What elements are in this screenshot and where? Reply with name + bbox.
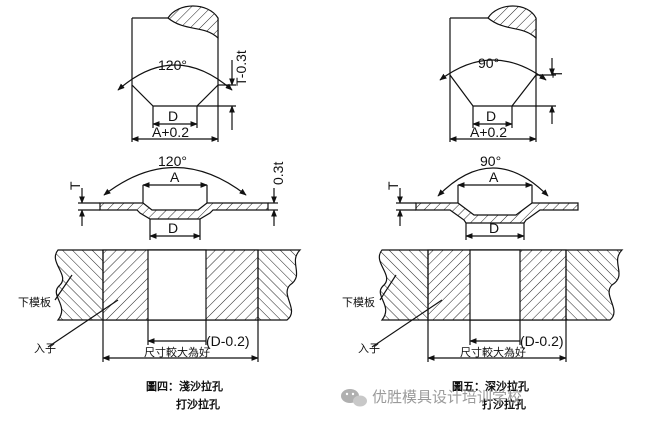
- right-part-top-label: A: [489, 169, 499, 185]
- left-punch-depth-label: T-0.3t: [233, 50, 249, 86]
- left-punch-angle-label: 120°: [158, 57, 187, 73]
- right-part-hole-label: D: [489, 220, 499, 236]
- watermark-text: 优胜模具设计培训学校: [372, 389, 522, 406]
- watermark: 优胜模具设计培训学校: [341, 389, 522, 407]
- wechat-icon: [341, 389, 367, 407]
- right-part-angle-label: 90°: [480, 153, 501, 169]
- left-insert-label: 入子: [34, 342, 56, 355]
- right-caption-line2: 打沙拉孔: [482, 397, 526, 411]
- right-punch-angle-label: 90°: [478, 55, 499, 71]
- left-die: [47, 249, 302, 362]
- left-part-hole-label: D: [168, 220, 178, 236]
- right-die-label: 下模板: [342, 295, 375, 309]
- left-punch: [117, 5, 236, 142]
- right-die: [371, 249, 624, 362]
- left-part-top-label: A: [170, 169, 180, 185]
- right-part-thickness-label: T: [385, 181, 401, 190]
- right-punch-tip-label: D: [486, 108, 496, 124]
- right-punch: [439, 5, 556, 142]
- right-part: [396, 167, 579, 240]
- right-caption-line1: 圖五：深沙拉孔: [452, 379, 529, 393]
- left-figure: 120° T-0.3t D A+0.2 120° A D T: [18, 5, 302, 411]
- left-die-hole-label: (D-0.2): [206, 333, 250, 349]
- left-punch-width-label: A+0.2: [152, 124, 189, 140]
- left-part-thickness-label: T: [67, 181, 83, 190]
- left-punch-tip-label: D: [168, 108, 178, 124]
- right-die-relief-label: 尺寸較大為好: [460, 345, 526, 359]
- left-part: [78, 167, 278, 240]
- right-punch-width-label: A+0.2: [470, 124, 507, 140]
- right-punch-depth-label: T: [549, 69, 565, 78]
- left-caption-line2: 打沙拉孔: [176, 397, 220, 411]
- left-die-label: 下模板: [18, 295, 51, 309]
- left-part-angle-label: 120°: [158, 153, 187, 169]
- left-die-relief-label: 尺寸較大為好: [144, 345, 210, 359]
- right-insert-label: 入子: [358, 342, 380, 355]
- right-figure: 90° T D A+0.2 90° A D T: [342, 5, 624, 411]
- left-part-depth-label: 0.3t: [270, 162, 286, 185]
- right-die-hole-label: (D-0.2): [520, 333, 564, 349]
- left-caption-line1: 圖四：淺沙拉孔: [146, 379, 223, 393]
